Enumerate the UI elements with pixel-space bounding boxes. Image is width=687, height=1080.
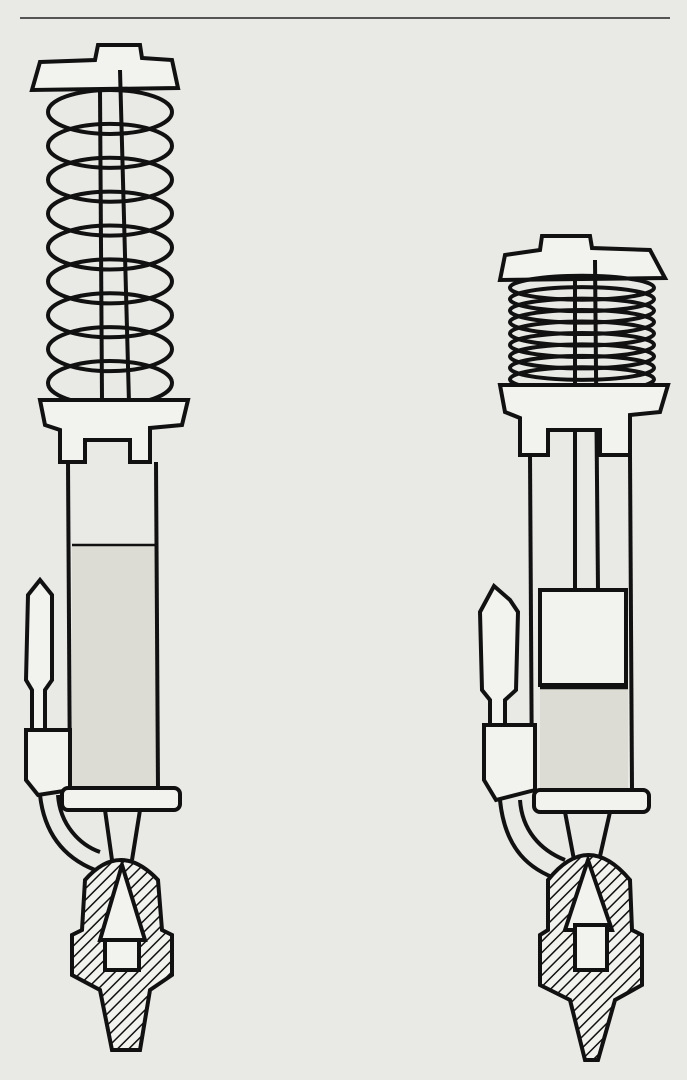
right-liquid	[540, 688, 628, 790]
spring-coil	[46, 257, 174, 306]
spring-coil	[46, 155, 174, 204]
left-flange	[37, 398, 191, 464]
left-side-pipe-inner	[56, 794, 101, 854]
right-tube-wall-right	[628, 454, 634, 791]
right-valve-core	[573, 923, 609, 972]
spring-coil	[46, 189, 174, 238]
left-needle-cone	[103, 809, 142, 861]
right-plunger	[538, 588, 628, 687]
spring-coil	[46, 121, 174, 170]
left-side-pipe	[38, 794, 96, 872]
left-side-nozzle	[23, 576, 54, 732]
left-device	[23, 43, 191, 1052]
left-liquid	[72, 545, 156, 790]
spring-coil	[46, 87, 174, 136]
right-cap	[497, 234, 669, 283]
right-base-plate	[532, 788, 651, 814]
left-rod	[98, 89, 104, 401]
left-side-housing	[24, 728, 72, 798]
right-flange	[497, 383, 671, 457]
right-side-pipe-inner	[518, 799, 566, 862]
spring-coil	[508, 353, 656, 382]
left-tube-wall-right	[154, 461, 160, 791]
spring-coil	[46, 223, 174, 272]
spring-coil	[46, 291, 174, 340]
left-cap	[29, 43, 181, 93]
right-device	[477, 234, 671, 1062]
right-side-housing	[482, 723, 537, 803]
left-base-plate	[60, 786, 182, 812]
spring-coil	[46, 325, 174, 374]
left-rod-2	[118, 69, 132, 441]
right-spring	[508, 273, 656, 394]
left-valve-core	[103, 938, 141, 972]
right-side-nozzle	[477, 582, 521, 732]
